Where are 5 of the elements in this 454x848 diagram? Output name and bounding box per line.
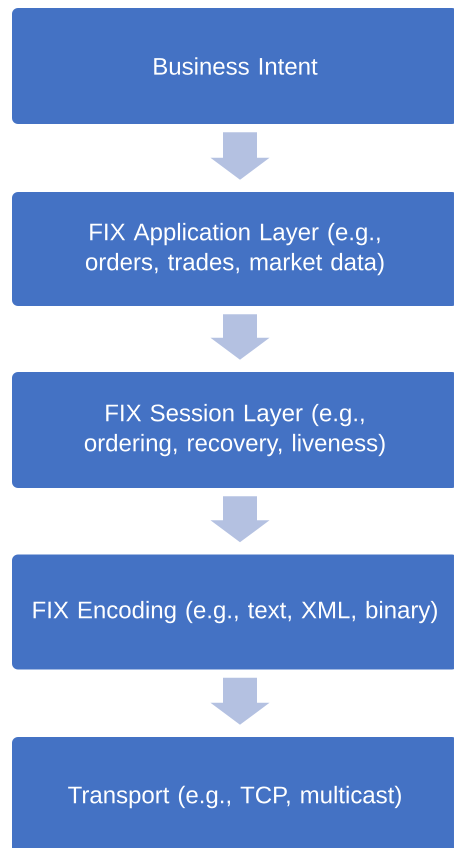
process-box: Transport (e.g., TCP, multicast) [12, 737, 454, 848]
process-box: Business Intent [12, 8, 454, 124]
process-box: FIX Application Layer (e.g., orders, trades, market data) [12, 192, 454, 306]
process-box: FIX Encoding (e.g., text, XML, binary) [12, 554, 454, 670]
process-box: FIX Session Layer (e.g., ordering, recovery, liveness) [12, 372, 454, 488]
